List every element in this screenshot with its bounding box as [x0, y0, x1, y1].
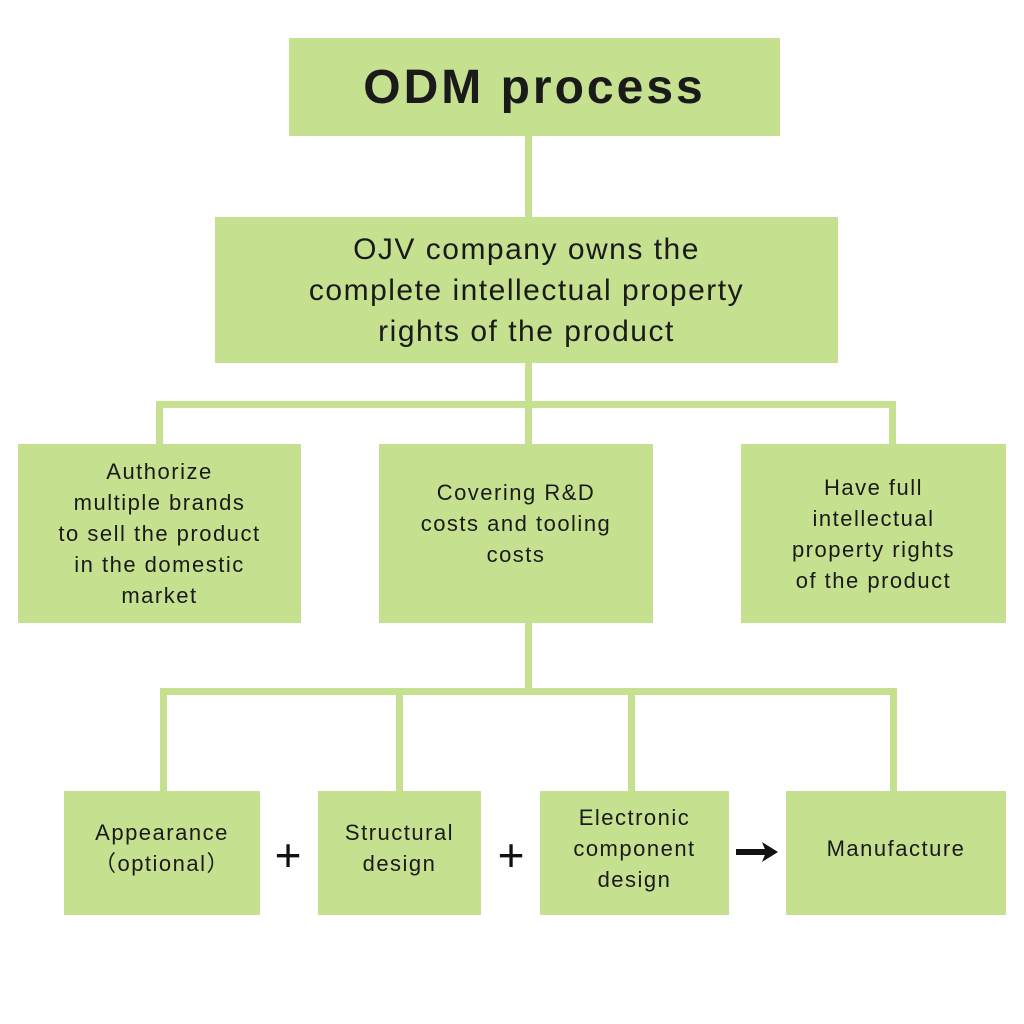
step-text-electronic: Electronic component design	[573, 804, 696, 892]
plus-operator-1: +	[274, 829, 302, 881]
diagram-title: ODM process	[363, 60, 706, 114]
connector-branch-right	[889, 401, 896, 445]
connector-center-down	[525, 622, 532, 694]
root-text: OJV company owns the complete intellectu…	[308, 232, 745, 348]
step-box-appearance: Appearance （optional）	[64, 791, 260, 915]
connector-step-2	[396, 688, 403, 792]
title-box: ODM process	[289, 38, 780, 136]
connector-step-3	[628, 688, 635, 792]
connector-step-4	[890, 688, 897, 792]
step-text-manufacture: Manufacture	[826, 835, 966, 861]
connector-step-bar	[160, 688, 897, 695]
branch-box-ip-rights: Have full intellectual property rights o…	[741, 444, 1006, 623]
branch-text-ip-rights: Have full intellectual property rights o…	[791, 474, 956, 593]
step-box-structural: Structural design	[318, 791, 481, 915]
root-box: OJV company owns the complete intellectu…	[215, 217, 838, 363]
step-text-appearance: Appearance （optional）	[93, 820, 231, 876]
connector-title-root	[525, 136, 532, 218]
step-text-structural: Structural design	[344, 820, 455, 876]
plus-operator-2: +	[497, 829, 525, 881]
step-box-manufacture: Manufacture	[786, 791, 1006, 915]
connector-branch-center	[525, 401, 532, 445]
connector-root-down	[525, 362, 532, 408]
step-box-electronic: Electronic component design	[540, 791, 729, 915]
connector-step-1	[160, 688, 167, 792]
branch-text-authorize: Authorize multiple brands to sell the pr…	[58, 459, 261, 608]
branch-box-authorize: Authorize multiple brands to sell the pr…	[18, 444, 301, 623]
branch-box-costs: Covering R&D costs and tooling costs	[379, 444, 653, 623]
connector-branch-left	[156, 401, 163, 445]
branch-text-costs: Covering R&D costs and tooling costs	[420, 480, 612, 567]
right-arrow-icon	[736, 842, 778, 862]
